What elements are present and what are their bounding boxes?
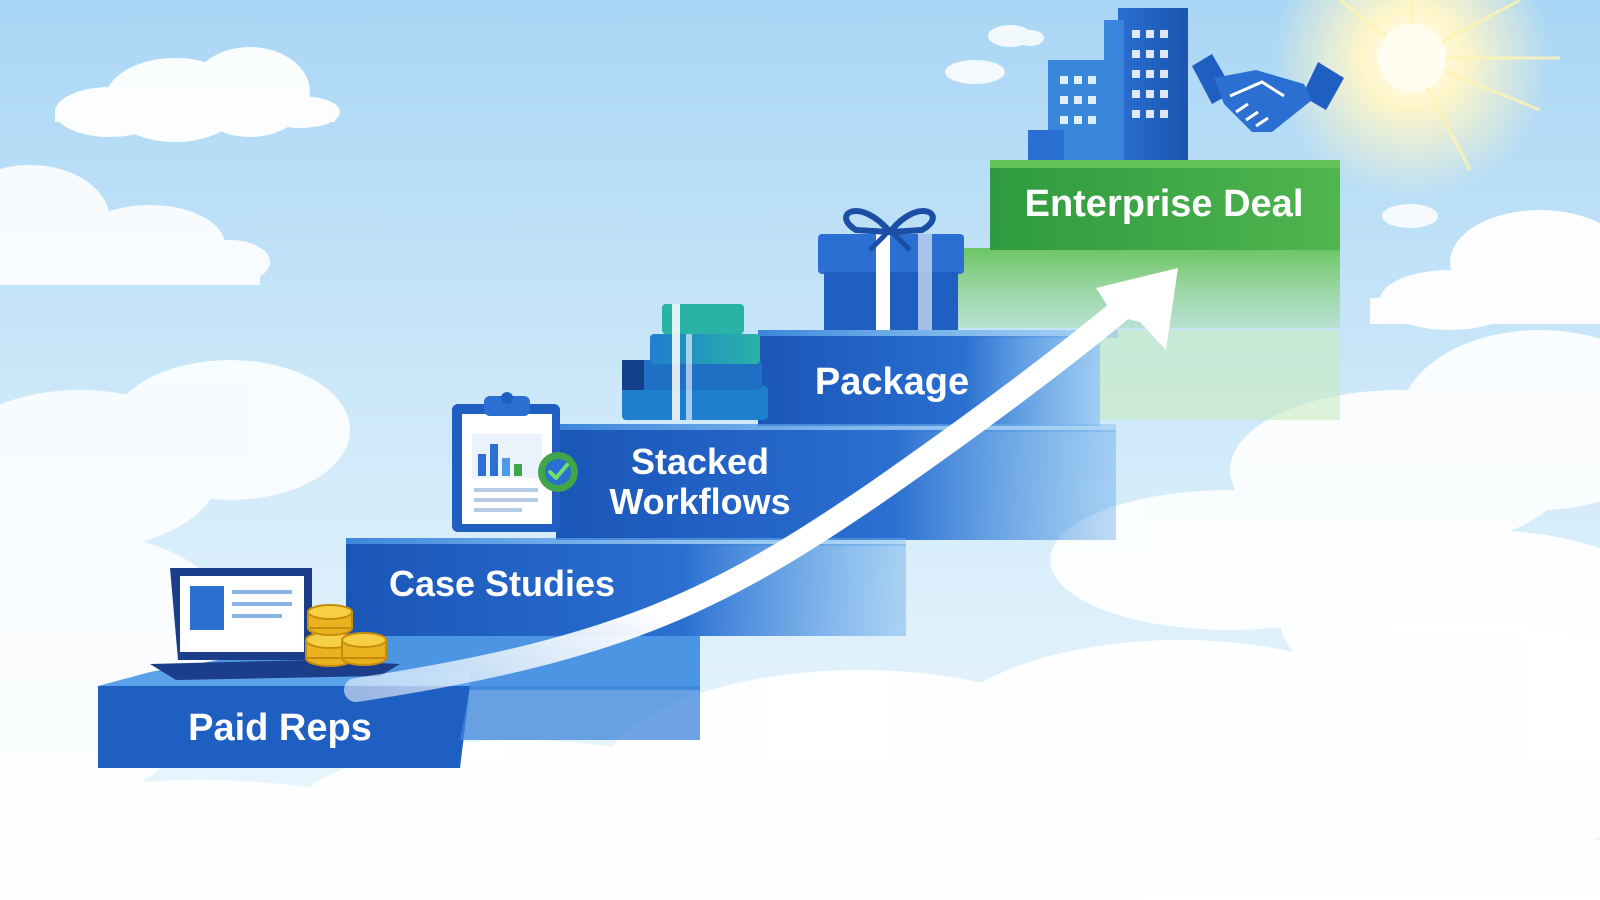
cloud-small-top — [945, 25, 1438, 228]
cloud-right — [1370, 210, 1600, 330]
handshake-icon — [1192, 54, 1344, 132]
growth-arrow-icon — [344, 268, 1178, 702]
sun-icon — [1272, 0, 1560, 198]
laptop-with-coins-icon — [150, 568, 400, 680]
clouds-background — [0, 25, 1600, 900]
step-label-stacked: Stacked — [631, 441, 769, 482]
step-enterprise-deal — [958, 160, 1340, 420]
step-label-paid-reps: Paid Reps — [188, 707, 372, 749]
step-label-enterprise-deal: Enterprise Deal — [1025, 183, 1304, 225]
check-badge-icon — [538, 452, 578, 492]
coins-icon — [305, 604, 387, 667]
cloud-top-left — [55, 47, 340, 142]
stacked-blocks-icon — [622, 304, 768, 420]
step-label-case-studies: Case Studies — [389, 563, 615, 604]
cloud-lower-left — [0, 360, 350, 810]
clipboard-chart-check-icon — [452, 392, 578, 532]
gift-box-icon — [818, 208, 964, 330]
step-label-workflows: Workflows — [609, 481, 790, 522]
buildings-icon — [1028, 8, 1188, 160]
cloud-left — [0, 165, 270, 285]
buildings-handshake-icon — [1028, 8, 1344, 160]
cloud-bottom — [0, 620, 1600, 900]
step-label-package: Package — [815, 361, 969, 403]
